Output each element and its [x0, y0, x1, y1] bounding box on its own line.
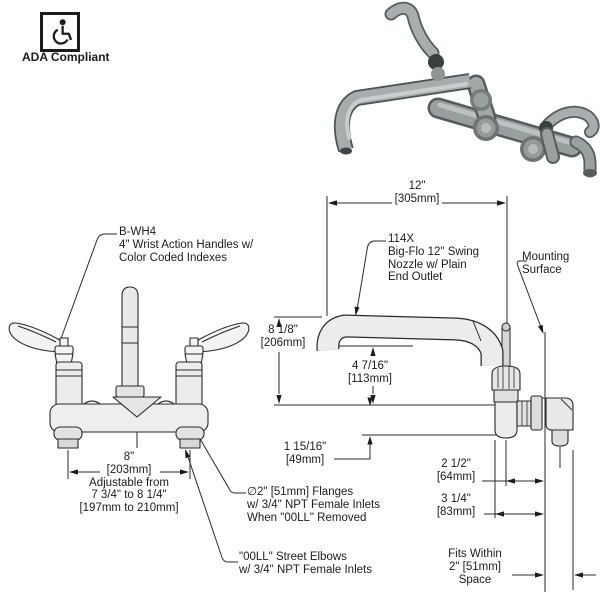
dimension-arrows [69, 200, 583, 578]
dim-height-underside: 4 7/16" [113mm] [348, 360, 392, 385]
callout-nozzle-model: 114X [388, 233, 415, 245]
callout-nozzle: 114X Big-Flo 12" Swing Nozzle w/ Plain E… [388, 233, 480, 284]
callout-leaders [58, 233, 543, 563]
dim-height-top: 8 1/8" [206mm] [260, 324, 306, 349]
dim-outlet-drop: 1 15/16" [49mm] [283, 441, 327, 466]
callout-street-elbows: "00LL" Street Elbows w/ 3/4" NPT Female … [239, 551, 372, 576]
callout-handles: B-WH4 4" Wrist Action Handles w/ Color C… [119, 226, 254, 264]
callout-mounting-surface: Mounting Surface [522, 251, 570, 276]
side-view [316, 314, 574, 447]
ada-label: ADA Compliant [22, 50, 110, 64]
isometric-view [333, 1, 600, 178]
callout-fits-within: Fits Within 2" [51mm] Space [448, 548, 502, 586]
dim-nozzle-length: 12" [305mm] [394, 180, 440, 205]
dim-wall-to-center: 2 1/2" [64mm] [436, 458, 476, 483]
dim-inlet-centers: 8" [203mm] Adjustable from 7 3/4" to 8 1… [79, 451, 179, 515]
front-view [8, 286, 250, 449]
callout-handles-model: B-WH4 [119, 226, 157, 238]
ada-badge [40, 12, 80, 52]
callout-flanges: ∅2" [51mm] Flanges w/ 3/4" NPT Female In… [247, 486, 380, 524]
dim-wall-to-front: 3 1/4" [83mm] [436, 493, 476, 518]
wheelchair-icon [52, 19, 73, 45]
